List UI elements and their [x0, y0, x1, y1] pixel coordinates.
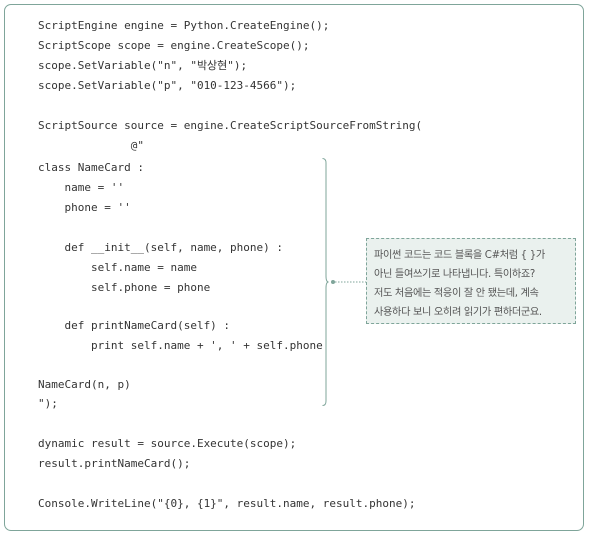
code-line: dynamic result = source.Execute(scope);: [38, 437, 297, 450]
annotation-line: 파이썬 코드는 코드 블록을 C#처럼 { }가: [374, 250, 545, 261]
code-line: class NameCard :: [38, 161, 144, 174]
code-line: ScriptScope scope = engine.CreateScope()…: [38, 39, 310, 52]
code-line: def printNameCard(self) :: [38, 319, 231, 332]
code-line: ScriptSource source = engine.CreateScrip…: [38, 119, 423, 132]
code-line: scope.SetVariable("p", "010-123-4566");: [38, 79, 297, 92]
code-line: name = '': [38, 181, 125, 194]
code-line: def __init__(self, name, phone) :: [38, 241, 284, 254]
python-block-brace: [322, 158, 329, 406]
code-line: print self.name + ', ' + self.phone: [38, 339, 323, 352]
code-line: ");: [38, 397, 58, 410]
code-line: Console.WriteLine("{0}, {1}", result.nam…: [38, 497, 416, 510]
code-listing-frame: [4, 4, 584, 531]
annotation-line: 아닌 들여쓰기로 나타냅니다. 특이하죠?: [374, 269, 535, 280]
annotation-line: 저도 처음에는 적응이 잘 안 됐는데, 계속: [374, 288, 539, 299]
code-line: result.printNameCard();: [38, 457, 191, 470]
code-line: self.name = name: [38, 261, 197, 274]
code-line: scope.SetVariable("n", "박상현");: [38, 59, 248, 72]
code-line: phone = '': [38, 201, 131, 214]
callout-leader-line: [331, 280, 366, 284]
code-line: NameCard(n, p): [38, 378, 131, 391]
code-line: self.phone = phone: [38, 281, 211, 294]
annotation-callout: 파이썬 코드는 코드 블록을 C#처럼 { }가 아닌 들여쓰기로 나타냅니다.…: [366, 238, 576, 324]
code-line: ScriptEngine engine = Python.CreateEngin…: [38, 19, 330, 32]
code-line: @": [38, 139, 144, 152]
annotation-line: 사용하다 보니 오히려 읽기가 편하더군요.: [374, 307, 542, 318]
